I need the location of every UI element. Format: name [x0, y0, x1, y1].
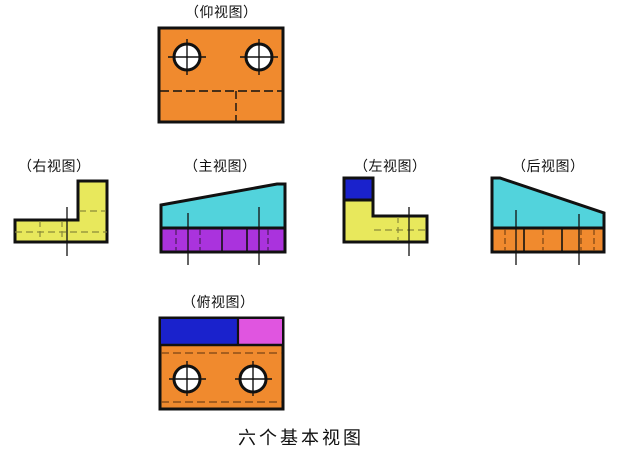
label-top-view: （俯视图）: [182, 295, 255, 311]
hole-circle: [172, 364, 202, 394]
label-right-view: （右视图）: [18, 159, 91, 175]
bottom-view-hole-right: [240, 39, 278, 75]
front-view-upper-wedge: [159, 182, 287, 230]
hole-circle: [238, 364, 268, 394]
hole-circle: [172, 42, 202, 72]
top-view-hole-left: [169, 361, 206, 396]
left-view-top-block: [342, 176, 375, 202]
left-view-body: [342, 198, 429, 244]
bottom-view-body: [157, 26, 285, 124]
top-view-hole-right: [235, 361, 272, 396]
rear-view-upper-wedge: [490, 176, 606, 230]
right-view-body: [13, 179, 109, 244]
top-view-body: [158, 316, 285, 411]
front-view: [159, 182, 287, 265]
top-view-blue-band: [161, 319, 238, 345]
rear-view-lower-band: [490, 226, 606, 254]
left-view: [342, 176, 429, 256]
top-view-magenta-block: [238, 319, 282, 345]
bottom-view: [157, 26, 285, 124]
right-view: [13, 179, 109, 256]
figure-caption: 六个基本视图: [238, 428, 364, 449]
label-front-view: （主视图）: [184, 159, 257, 175]
label-left-view: （左视图）: [354, 159, 427, 175]
top-view: [158, 316, 285, 411]
hole-circle: [244, 42, 274, 72]
label-rear-view: （后视图）: [512, 159, 585, 175]
label-bottom-view: （仰视图）: [185, 5, 258, 21]
rear-view: [490, 176, 606, 265]
front-view-lower-band: [159, 226, 287, 254]
bottom-view-hole-left: [168, 39, 206, 75]
